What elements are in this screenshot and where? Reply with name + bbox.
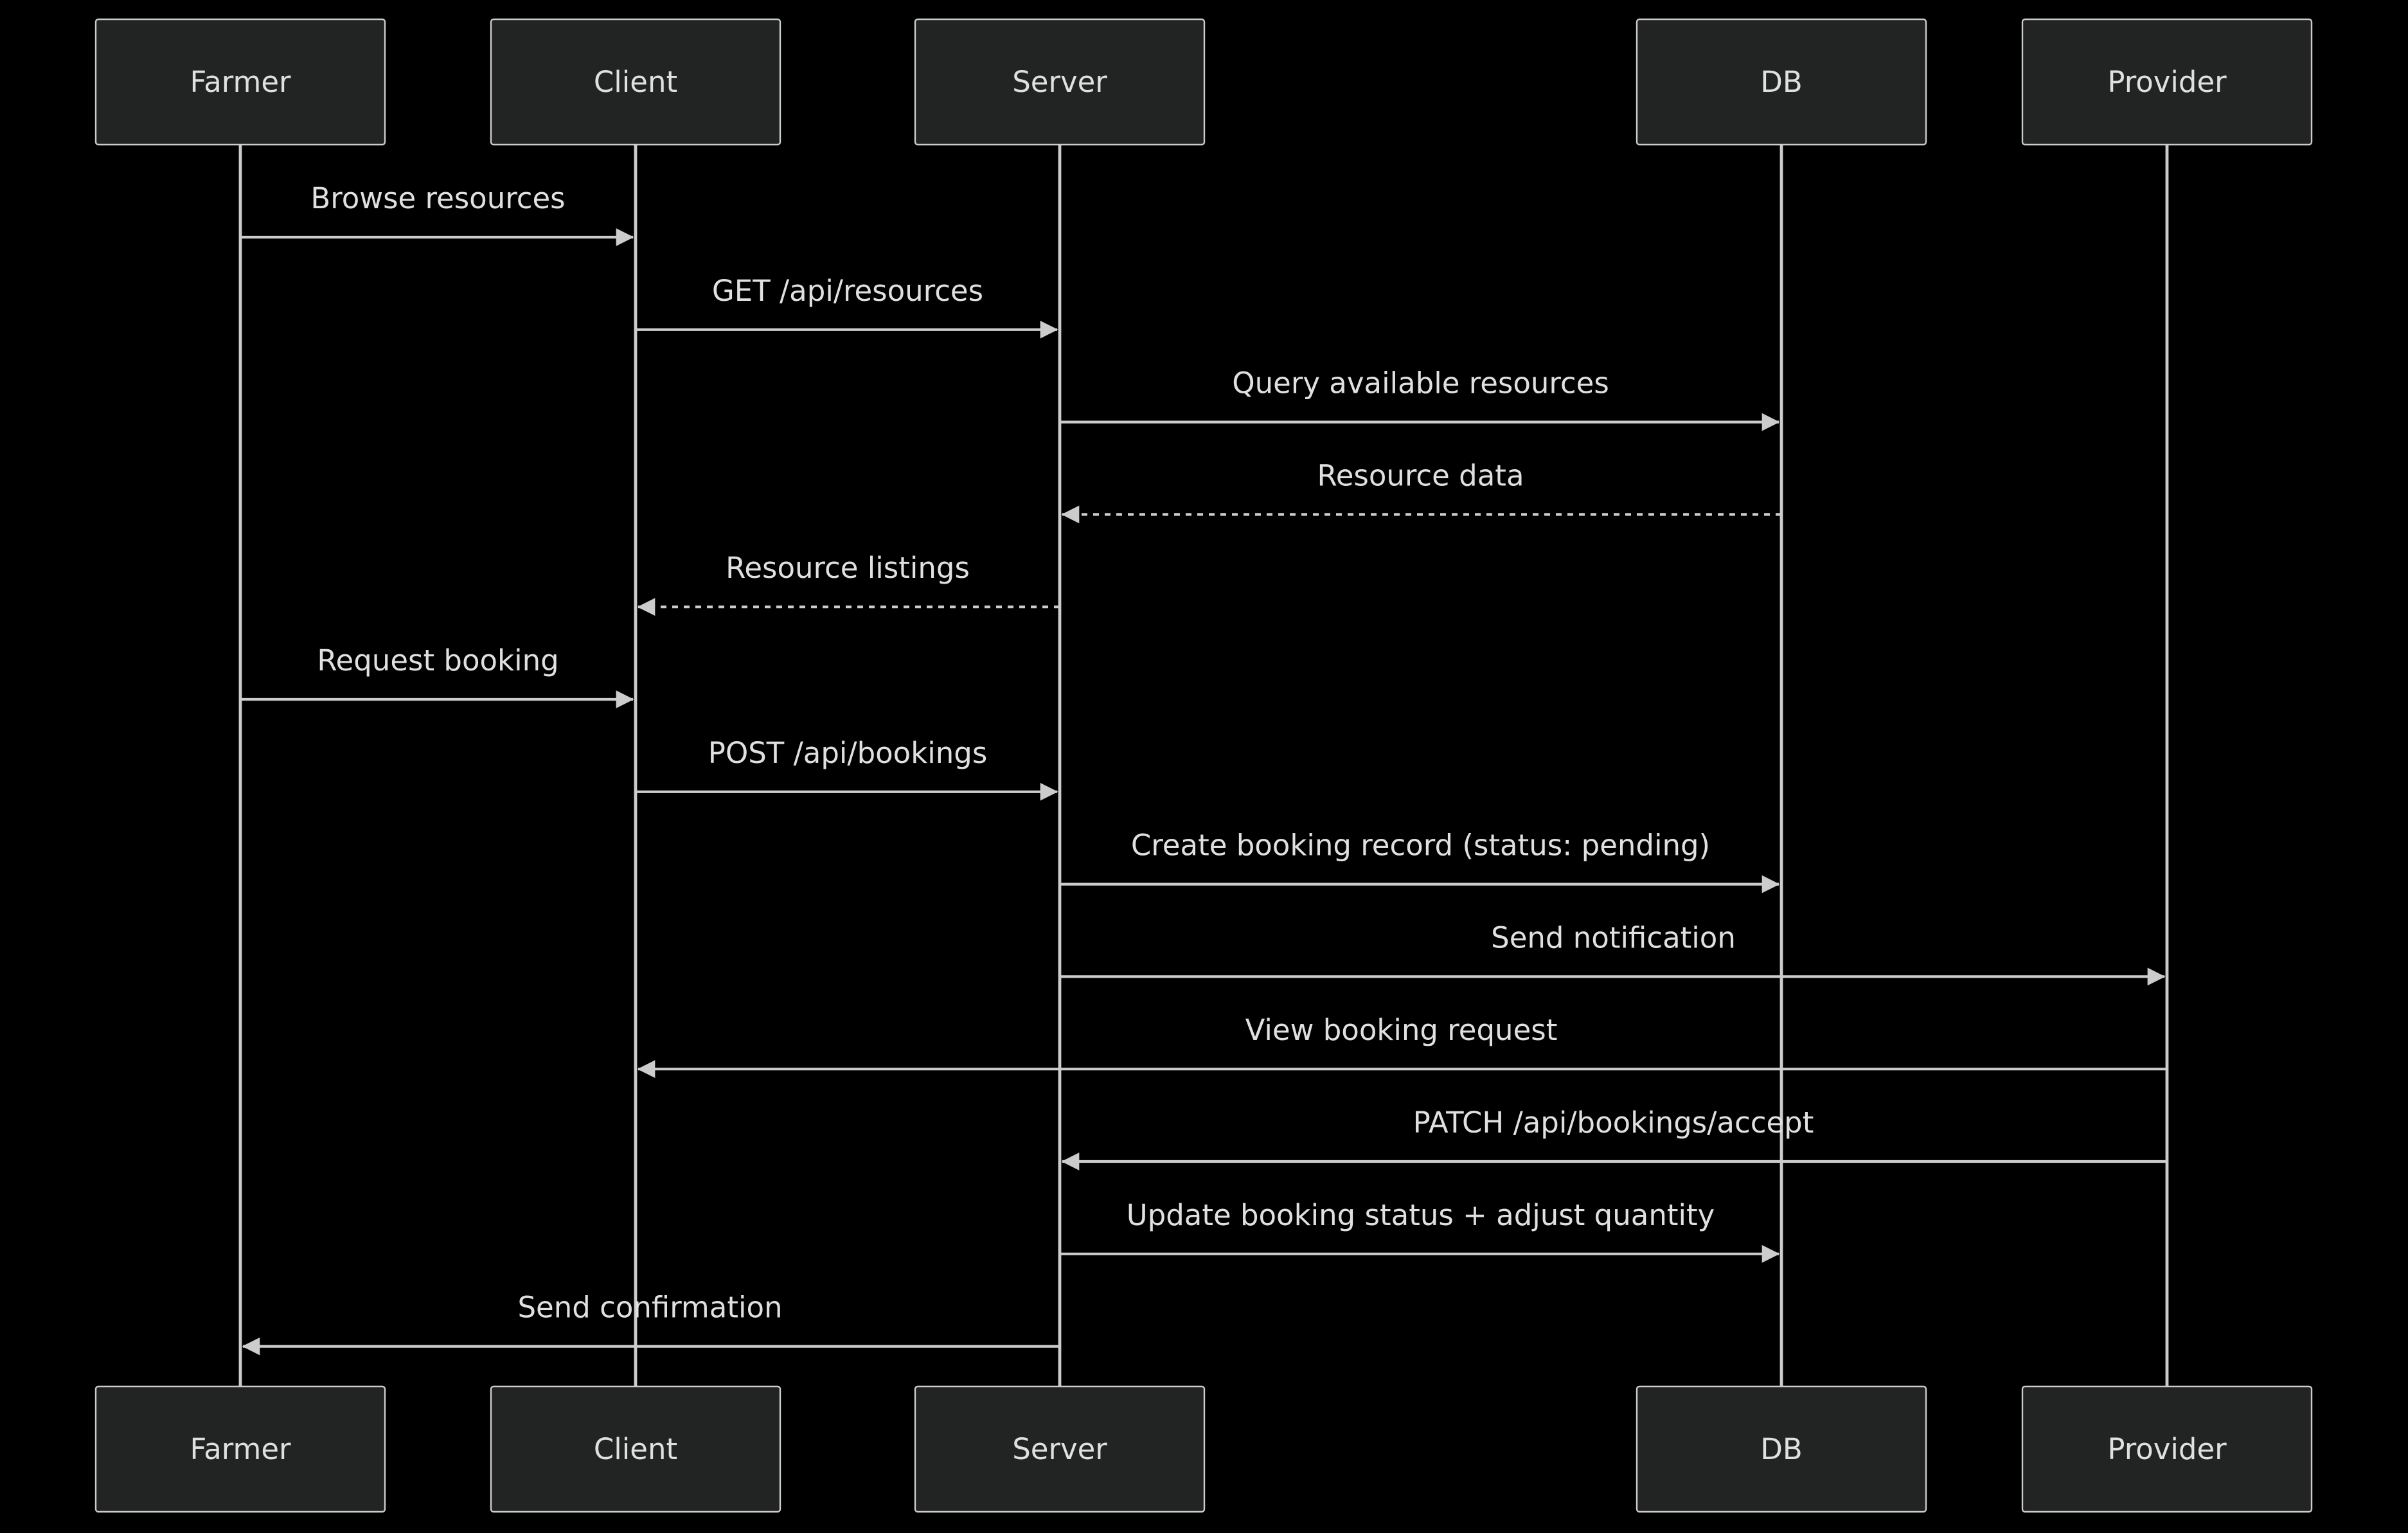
message-8: Create booking record (status: pending) bbox=[1060, 829, 1780, 893]
message-label: PATCH /api/bookings/accept bbox=[1413, 1106, 1814, 1140]
actor-box bbox=[1636, 1385, 1927, 1513]
actor-box bbox=[1636, 18, 1927, 146]
actor-box bbox=[2021, 18, 2313, 146]
actor-client-top: Client bbox=[490, 18, 781, 146]
actors: FarmerFarmerClientClientServerServerDBDB… bbox=[94, 18, 2313, 1513]
message-label: Update booking status + adjust quantity bbox=[1127, 1198, 1715, 1232]
actor-label: Client bbox=[594, 65, 677, 99]
message-13: Send confirmation bbox=[242, 1291, 1060, 1356]
message-5: Resource listings bbox=[637, 551, 1060, 616]
actor-box bbox=[490, 1385, 781, 1513]
message-label: GET /api/resources bbox=[712, 274, 983, 308]
message-3: Query available resources bbox=[1060, 366, 1780, 431]
message-1: Browse resources bbox=[240, 181, 634, 246]
actor-box bbox=[94, 1385, 386, 1513]
actor-box bbox=[94, 18, 386, 146]
actor-farmer-top: Farmer bbox=[94, 18, 386, 146]
actor-provider-bottom: Provider bbox=[2021, 1385, 2313, 1513]
actor-label: Server bbox=[1012, 65, 1107, 99]
message-7: POST /api/bookings bbox=[636, 736, 1058, 801]
actor-provider-top: Provider bbox=[2021, 18, 2313, 146]
message-4: Resource data bbox=[1061, 458, 1781, 524]
actor-label: DB bbox=[1760, 1432, 1803, 1466]
actor-label: Provider bbox=[2107, 1432, 2227, 1466]
message-label: Send notification bbox=[1491, 920, 1736, 955]
message-label: Resource data bbox=[1317, 458, 1524, 492]
actor-db-top: DB bbox=[1636, 18, 1927, 146]
actor-label: DB bbox=[1760, 65, 1803, 99]
message-label: View booking request bbox=[1245, 1013, 1558, 1047]
message-12: Update booking status + adjust quantity bbox=[1060, 1198, 1780, 1263]
message-label: Resource listings bbox=[726, 551, 970, 585]
actor-label: Farmer bbox=[190, 1432, 291, 1466]
message-label: Browse resources bbox=[310, 181, 565, 215]
actor-server-bottom: Server bbox=[914, 1385, 1206, 1513]
actor-server-top: Server bbox=[914, 18, 1206, 146]
actor-farmer-bottom: Farmer bbox=[94, 1385, 386, 1513]
actor-label: Client bbox=[594, 1432, 677, 1466]
message-6: Request booking bbox=[240, 643, 634, 708]
message-label: Request booking bbox=[317, 643, 558, 677]
message-label: Send confirmation bbox=[517, 1291, 782, 1325]
message-label: Create booking record (status: pending) bbox=[1131, 829, 1710, 863]
actor-box bbox=[490, 18, 781, 146]
message-label: POST /api/bookings bbox=[708, 736, 988, 770]
message-11: PATCH /api/bookings/accept bbox=[1061, 1106, 2167, 1170]
actor-client-bottom: Client bbox=[490, 1385, 781, 1513]
message-2: GET /api/resources bbox=[636, 274, 1058, 339]
actor-label: Provider bbox=[2107, 65, 2227, 99]
actor-label: Server bbox=[1012, 1432, 1107, 1466]
actor-db-bottom: DB bbox=[1636, 1385, 1927, 1513]
actor-box bbox=[2021, 1385, 2313, 1513]
message-label: Query available resources bbox=[1232, 366, 1609, 400]
message-9: Send notification bbox=[1060, 920, 2166, 986]
actor-box bbox=[914, 18, 1206, 146]
actor-label: Farmer bbox=[190, 65, 291, 99]
lifelines bbox=[238, 145, 2169, 1386]
message-10: View booking request bbox=[637, 1013, 2167, 1079]
actor-box bbox=[914, 1385, 1206, 1513]
